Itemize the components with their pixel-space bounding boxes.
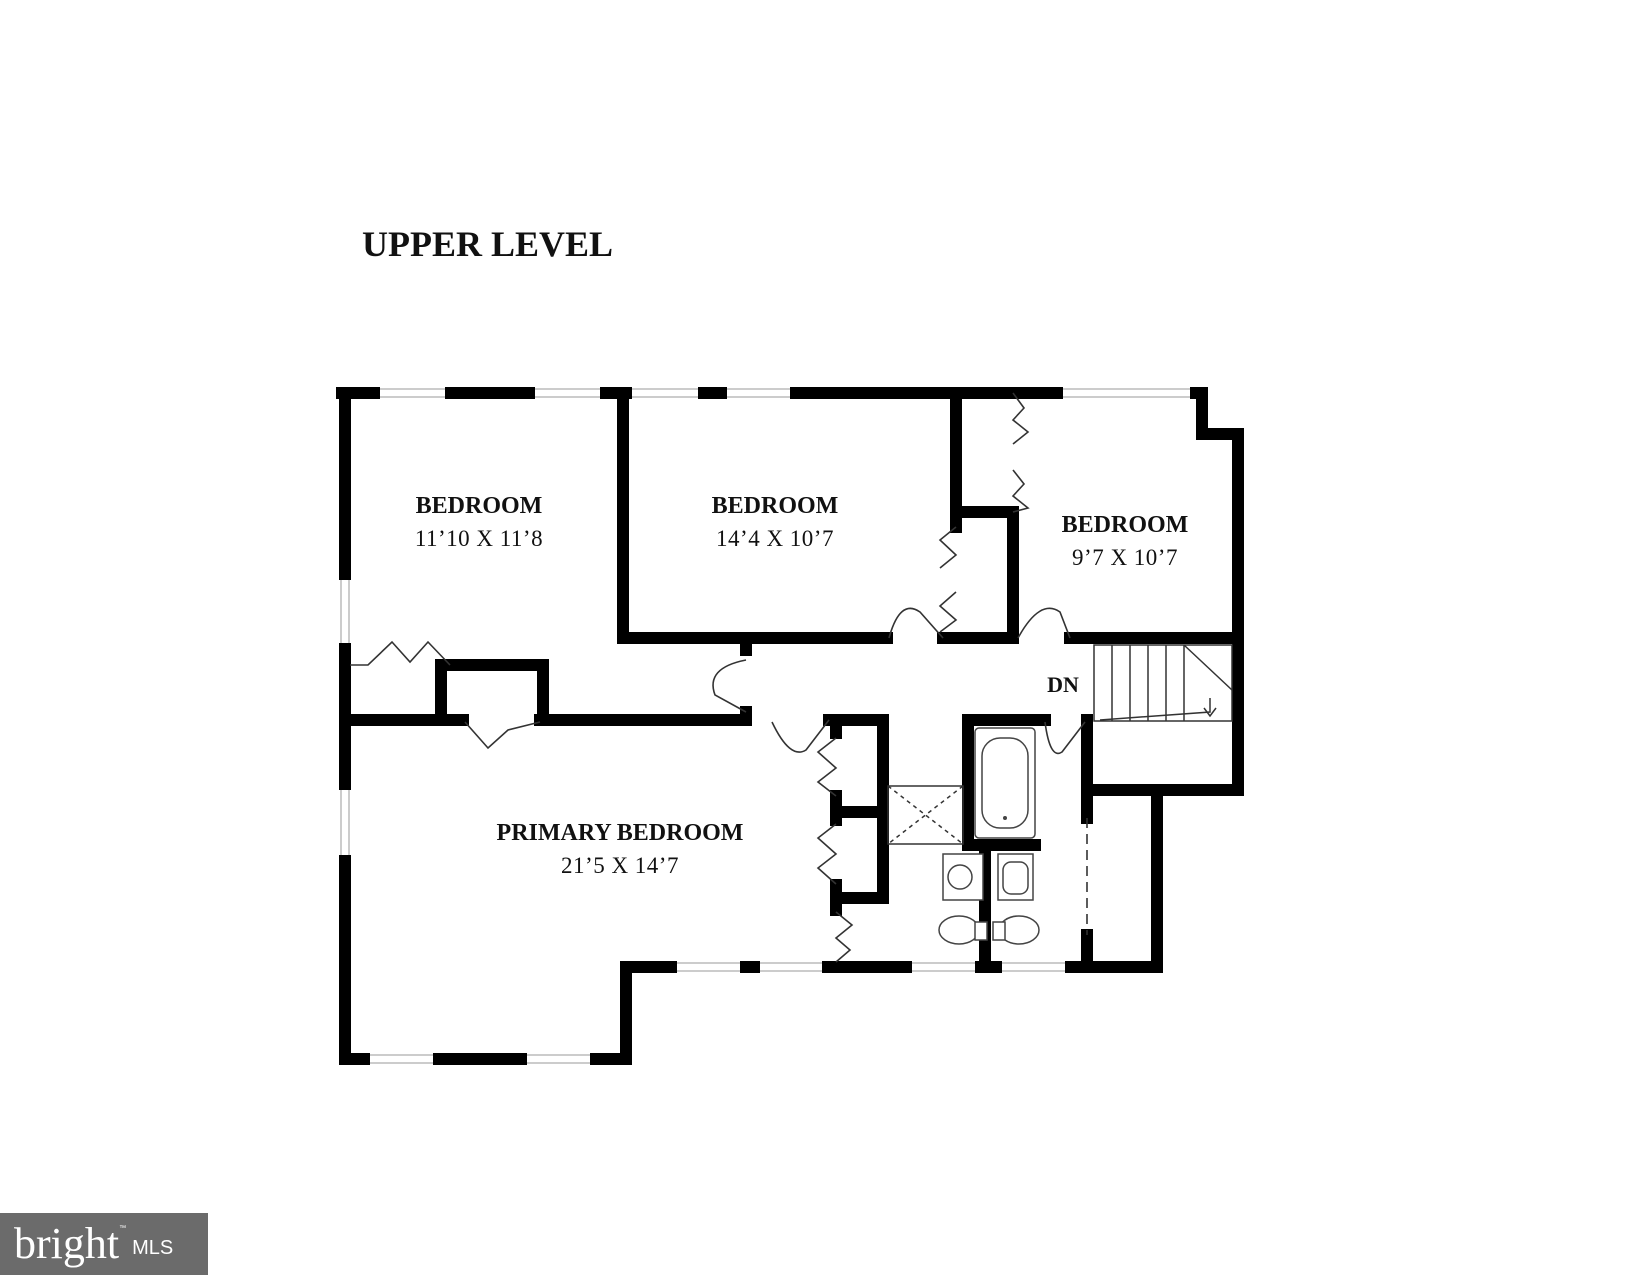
doors — [350, 392, 1088, 963]
room-name: PRIMARY BEDROOM — [497, 820, 744, 846]
room-dims: 11’10 X 11’8 — [415, 526, 543, 551]
room-name: BEDROOM — [1062, 512, 1189, 538]
room-dims: 9’7 X 10’7 — [1072, 545, 1178, 570]
room-labels: BEDROOM 11’10 X 11’8 BEDROOM 14’4 X 10’7… — [415, 493, 1188, 878]
room-name: BEDROOM — [416, 493, 543, 519]
logo-mls: MLS — [132, 1236, 174, 1259]
stairs-label: DN — [1047, 672, 1079, 697]
logo-wordmark: bright — [14, 1219, 120, 1268]
walls — [336, 387, 1244, 1065]
room-dims: 21’5 X 14’7 — [561, 853, 679, 878]
bath-fixtures — [887, 727, 1040, 945]
logo-trademark: ™ — [119, 1225, 127, 1232]
room-name: BEDROOM — [712, 493, 839, 519]
room-dims: 14’4 X 10’7 — [716, 526, 834, 551]
stairs — [1093, 644, 1233, 722]
windows — [340, 388, 1190, 1064]
plan-title: UPPER LEVEL — [362, 224, 613, 264]
bright-mls-logo: bright ™ MLS — [0, 1213, 208, 1275]
